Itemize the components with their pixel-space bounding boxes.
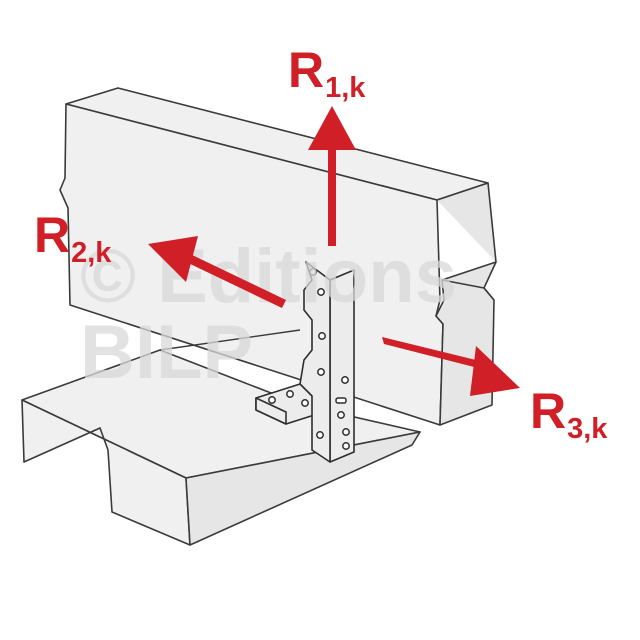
force-arrow-r2 — [148, 236, 286, 308]
watermark: © Editions BILP — [80, 234, 457, 395]
bracket-hole — [316, 431, 324, 439]
bracket-slot — [335, 397, 347, 404]
bracket-hole — [318, 332, 326, 340]
joist-hanger-bracket — [255, 261, 355, 463]
bracket-front-plate — [299, 261, 331, 463]
force-label-r1: R1,k — [288, 42, 366, 104]
watermark-line-2: BILP — [80, 310, 253, 395]
force-label-r3-subscript: 3,k — [567, 413, 608, 445]
watermark-line-1: © Editions — [80, 234, 457, 319]
bracket-hole — [317, 288, 325, 296]
force-arrow-r1 — [308, 106, 356, 246]
bracket-hole — [337, 411, 345, 419]
force-label-r2-subscript: 2,k — [71, 237, 112, 269]
secondary-beam-edge — [159, 329, 301, 351]
force-label-r3-symbol: R — [530, 383, 566, 439]
force-label-r2-symbol: R — [34, 207, 70, 263]
bracket-hole — [341, 376, 349, 384]
bracket-hole — [342, 442, 350, 450]
force-label-r3: R3,k — [530, 383, 608, 445]
bracket-hole — [301, 399, 309, 407]
force-arrow-r3-shaft — [382, 337, 480, 368]
bracket-hole — [268, 396, 276, 404]
force-arrow-r1-head — [308, 106, 356, 150]
force-arrow-r2-shaft — [184, 253, 286, 308]
bracket-hole — [342, 428, 350, 436]
force-label-r2: R2,k — [34, 207, 112, 269]
force-arrow-r1-shaft — [328, 146, 336, 246]
bracket-hole — [309, 268, 317, 276]
bracket-flange-edge — [255, 397, 287, 425]
bracket-hole — [317, 368, 325, 376]
force-label-r1-symbol: R — [288, 42, 324, 98]
force-arrow-r2-head — [148, 236, 198, 282]
force-label-r1-subscript: 1,k — [325, 72, 366, 104]
force-arrow-r3-head — [470, 346, 520, 396]
bracket-hole — [286, 390, 294, 398]
force-arrow-r3 — [382, 337, 520, 396]
main-beam-break-line — [441, 279, 495, 301]
